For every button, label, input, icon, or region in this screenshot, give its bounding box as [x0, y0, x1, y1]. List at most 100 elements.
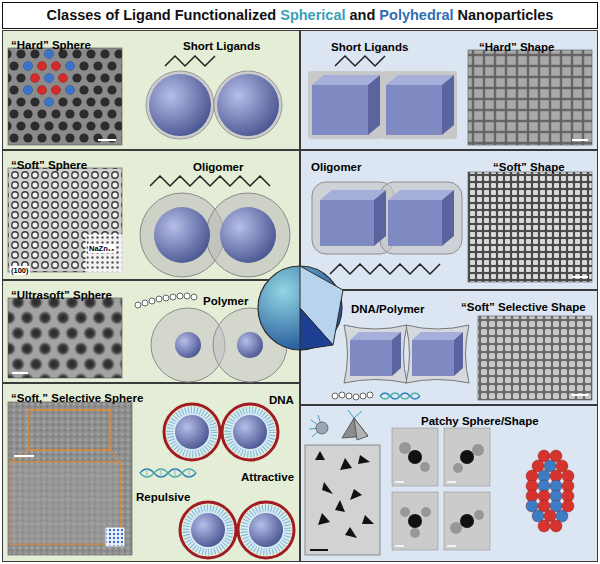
patchy-icons: [354, 411, 362, 418]
dna-sphere-pair: [164, 404, 220, 460]
micrograph: [37, 85, 46, 94]
tem-images: [408, 514, 422, 528]
polymer-chain: [135, 293, 197, 308]
polymer-chain: [142, 300, 148, 306]
cube-pair: [386, 85, 442, 135]
micrograph: [335, 500, 345, 512]
tem-images: [421, 507, 431, 517]
cube-pair: [412, 340, 454, 376]
panel-label: “Soft” Shape: [493, 161, 565, 174]
tem-images: [460, 514, 474, 528]
micrograph: [10, 462, 120, 544]
polymer-chain: [163, 295, 169, 301]
cube-pair: [308, 71, 383, 139]
micrograph: [572, 276, 588, 278]
patchy-cluster: [550, 520, 562, 532]
micrograph: [51, 85, 60, 94]
panel-heading: Patchy Sphere/Shape: [421, 415, 539, 428]
tem-images: [395, 545, 404, 547]
micrograph: [468, 50, 592, 145]
cube-pair: [388, 200, 442, 246]
dna-helix: [380, 393, 420, 399]
patchy-icons: [309, 410, 368, 440]
dna-sphere-pair: [191, 513, 225, 547]
tem-images: [474, 510, 484, 520]
cube-pair: [320, 200, 374, 246]
micrograph: [305, 445, 380, 555]
micrograph: [350, 489, 362, 500]
micrograph: [572, 394, 588, 396]
panel-label: Short Ligands: [183, 40, 260, 53]
panel-label: Polymer: [203, 295, 248, 308]
micrograph: [468, 50, 592, 145]
ligand-chain: [335, 56, 385, 66]
title-word: of: [105, 7, 123, 23]
ligand-chain: [165, 56, 215, 66]
polymer-chain: [170, 294, 176, 300]
figure-title: Classes of Ligand Functionalized Spheric…: [47, 7, 554, 24]
micrograph: [8, 48, 122, 145]
micrograph: [106, 528, 124, 546]
micrograph: [51, 61, 60, 70]
sphere-pair: [140, 193, 290, 277]
patchy-icons: [354, 418, 368, 440]
micrograph: [37, 61, 46, 70]
ligand-chain: [330, 264, 440, 274]
title-word: Nanoparticles: [458, 7, 554, 23]
title-word: Polyhedral: [379, 7, 457, 23]
title-word: Ligand: [123, 7, 175, 23]
image-label: NaZn₁₃: [88, 244, 115, 253]
polymer-chain: [191, 294, 197, 300]
panel-heading: Oligomer: [311, 161, 361, 174]
micrograph: [362, 515, 374, 524]
micrograph: [8, 168, 122, 272]
patchy-cluster: [538, 520, 550, 532]
dna-sphere-pair: [186, 508, 230, 552]
polymer-chain: [332, 392, 373, 400]
patchy-cluster: [526, 450, 574, 532]
dna-sphere-pair: [180, 502, 294, 558]
micrograph: [65, 85, 74, 94]
micrograph: [86, 235, 122, 272]
panel-heading: “Soft” Sphere: [11, 159, 87, 172]
panel-label: “Hard” Shape: [479, 41, 554, 54]
patchy-icons: [316, 422, 328, 434]
tem-images: [395, 481, 404, 483]
sphere-pair: [175, 332, 201, 358]
micrograph: [318, 513, 330, 525]
tem-images: [444, 428, 490, 486]
sphere-pair: [237, 332, 263, 358]
cube-pair: [382, 71, 457, 139]
center-emblem: [300, 308, 333, 350]
micrograph: [315, 451, 374, 538]
tem-images: [453, 463, 463, 473]
dna-helix: [380, 393, 420, 399]
dna-sphere-pair: [222, 404, 278, 460]
dna-helix: [380, 393, 420, 399]
polymer-chain: [177, 293, 183, 299]
micrograph: [315, 451, 325, 460]
tem-images: [447, 481, 456, 483]
polymer-chain: [360, 393, 366, 399]
micrograph: [44, 73, 53, 82]
cube-pair: [344, 325, 407, 383]
micrograph: [345, 527, 357, 538]
micrograph: [44, 49, 53, 58]
polymer-chain: [149, 298, 155, 304]
polymer-chain: [332, 393, 338, 399]
micrograph: [14, 455, 34, 457]
cube-pair: [368, 75, 380, 135]
panel-label: DNA: [269, 394, 294, 407]
micrograph: [478, 316, 592, 400]
cube-pair: [350, 340, 392, 376]
dna-helix: [140, 469, 196, 477]
dna-sphere-pair: [180, 502, 236, 558]
panel-heading: “Soft,” Selective Sphere: [11, 392, 143, 405]
tem-images: [408, 450, 422, 464]
tem-images: [400, 507, 410, 517]
dna-helix: [140, 469, 196, 477]
cube-pair: [454, 332, 463, 376]
sphere-pair: [146, 71, 214, 139]
micrograph: [572, 139, 588, 141]
polymer-chain: [184, 293, 190, 299]
